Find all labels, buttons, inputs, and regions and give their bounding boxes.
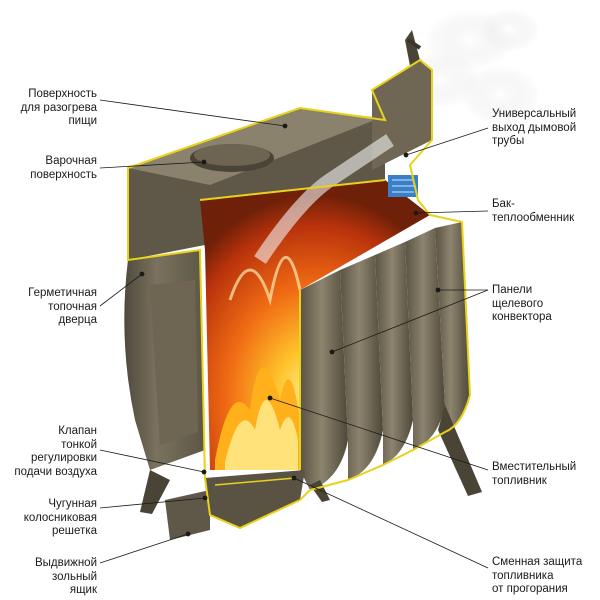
label-text: пищи [68,115,97,127]
label-text: щелевого [492,297,544,310]
label-text: трубы [492,135,525,147]
label-firebox-protection: Сменная защита топливника от прогорания [492,556,582,597]
label-text: колосниковая [23,511,97,524]
label-text: Поверхность [28,88,97,100]
label-text: поверхность [30,168,97,181]
label-text: подачи воздуха [14,465,97,478]
label-air-valve: Клапан тонкой регулировки подачи воздуха [14,425,97,479]
leg-left [140,470,170,514]
label-text: конвектора [492,311,552,323]
label-convector-panels: Панели щелевого конвектора [492,284,552,325]
label-text: топливник [492,474,547,487]
label-text: решетка [52,525,97,537]
label-text: регулировки [31,452,97,464]
label-text: Универсальный [492,108,577,120]
label-text: Чугунная [48,498,97,510]
leg-rear [310,480,330,502]
label-text: топливника [492,569,554,582]
ash-drawer-shape [165,490,210,540]
label-text: топочная [48,300,97,313]
label-text: Выдвижной [34,557,97,569]
label-text: Бак- [492,198,515,210]
label-text: Сменная защита [492,556,583,568]
label-cast-grate: Чугунная колосниковая решетка [24,498,97,539]
label-text: дверца [58,314,97,326]
label-text: ящик [69,584,97,596]
label-ash-drawer: Выдвижной зольный ящик [35,557,97,598]
label-text: Клапан [58,425,97,437]
label-text: от прогорания [492,583,568,595]
label-text: выход дымовой [492,121,577,134]
label-text: Герметичная [28,287,97,299]
label-text: тонкой [61,438,97,451]
label-cooking-surface: Варочная поверхность [30,155,97,182]
label-text: Панели [492,284,533,296]
label-firebox: Вместительный топливник [492,461,576,488]
cutaway-outline [127,58,472,530]
label-text: для разогрева [20,101,97,114]
convector-fins [300,222,470,490]
leg-right [438,405,482,496]
label-surface-heating: Поверхность для разогрева пищи [21,88,97,129]
label-chimney-outlet: Универсальный выход дымовой трубы [492,108,576,149]
flames [215,255,302,470]
label-text: зольный [51,570,97,583]
label-heat-exchanger: Бак- теплообменник [492,198,574,225]
label-text: теплообменник [492,211,575,224]
label-text: Варочная [45,155,97,167]
label-sealed-door: Герметичная топочная дверца [28,287,97,328]
label-text: Вместительный [492,461,577,473]
grate-shape [205,470,305,528]
